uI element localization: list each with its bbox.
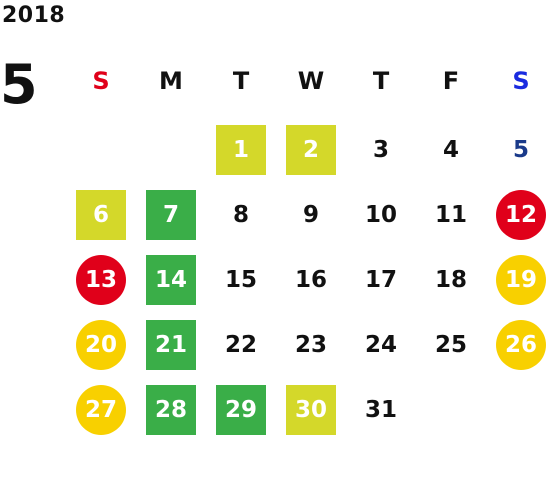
weekday-header-mon: M <box>159 67 183 95</box>
day-cell-5[interactable]: 5 <box>512 137 529 163</box>
day-cell-21[interactable]: 21 <box>146 320 196 370</box>
day-cell-3[interactable]: 3 <box>372 137 389 163</box>
day-cell-27[interactable]: 27 <box>76 385 126 435</box>
year-label: 2018 <box>2 3 66 28</box>
day-cell-30[interactable]: 30 <box>286 385 336 435</box>
day-cell-2[interactable]: 2 <box>286 125 336 175</box>
weekday-header-sat: S <box>512 67 530 95</box>
weekday-header-sun: S <box>92 67 110 95</box>
day-cell-6[interactable]: 6 <box>76 190 126 240</box>
weekday-header-tue: T <box>232 67 250 95</box>
day-cell-4[interactable]: 4 <box>442 137 459 163</box>
day-cell-29[interactable]: 29 <box>216 385 266 435</box>
day-cell-10[interactable]: 10 <box>364 202 397 228</box>
day-cell-19[interactable]: 19 <box>496 255 546 305</box>
day-cell-14[interactable]: 14 <box>146 255 196 305</box>
day-cell-7[interactable]: 7 <box>146 190 196 240</box>
day-cell-11[interactable]: 11 <box>434 202 467 228</box>
day-cell-17[interactable]: 17 <box>364 267 397 293</box>
day-cell-15[interactable]: 15 <box>224 267 257 293</box>
day-cell-22[interactable]: 22 <box>224 332 257 358</box>
day-cell-25[interactable]: 25 <box>434 332 467 358</box>
day-cell-16[interactable]: 16 <box>294 267 327 293</box>
day-cell-12[interactable]: 12 <box>496 190 546 240</box>
weekday-header-wed: W <box>297 67 325 95</box>
day-cell-26[interactable]: 26 <box>496 320 546 370</box>
day-cell-31[interactable]: 31 <box>364 397 397 423</box>
day-cell-24[interactable]: 24 <box>364 332 397 358</box>
day-cell-20[interactable]: 20 <box>76 320 126 370</box>
day-cell-8[interactable]: 8 <box>232 202 249 228</box>
day-cell-9[interactable]: 9 <box>302 202 319 228</box>
day-cell-18[interactable]: 18 <box>434 267 467 293</box>
day-cell-13[interactable]: 13 <box>76 255 126 305</box>
month-label: 5 <box>0 53 38 116</box>
weekday-header-fri: F <box>442 67 460 95</box>
day-cell-28[interactable]: 28 <box>146 385 196 435</box>
day-cell-23[interactable]: 23 <box>294 332 327 358</box>
day-cell-1[interactable]: 1 <box>216 125 266 175</box>
weekday-header-thu: T <box>372 67 390 95</box>
